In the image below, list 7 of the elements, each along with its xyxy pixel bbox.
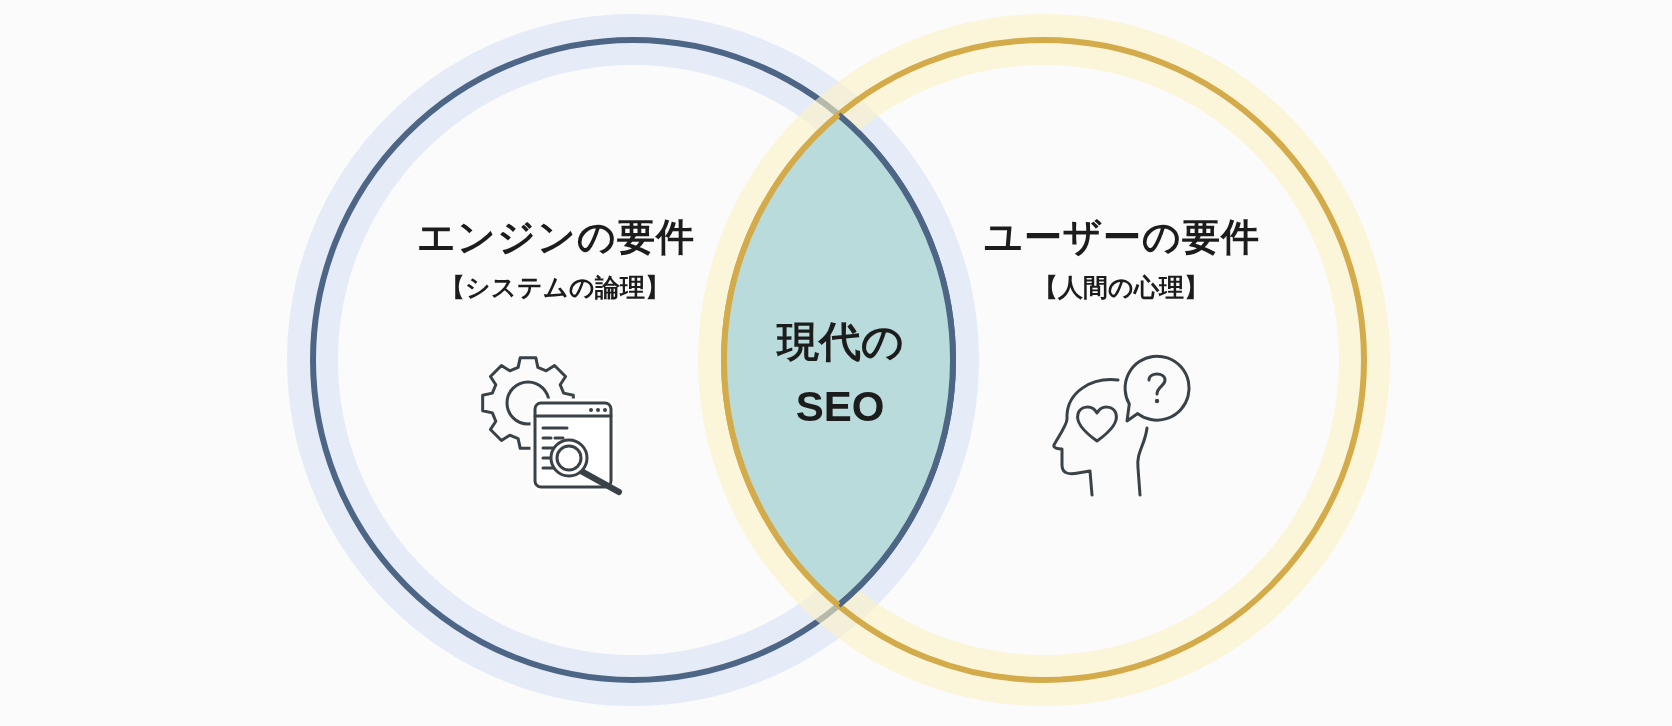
venn-circle <box>698 14 1390 706</box>
heading-text: ユーザーの要件 <box>984 215 1260 261</box>
center-label: 現代のSEO <box>775 316 905 432</box>
subtitle-text: 【システムの論理】 <box>440 272 670 302</box>
subtitle-text: 【人間の心理】 <box>1033 272 1209 302</box>
heading-text: エンジンの要件 <box>417 215 695 261</box>
overlap-area <box>721 112 956 608</box>
